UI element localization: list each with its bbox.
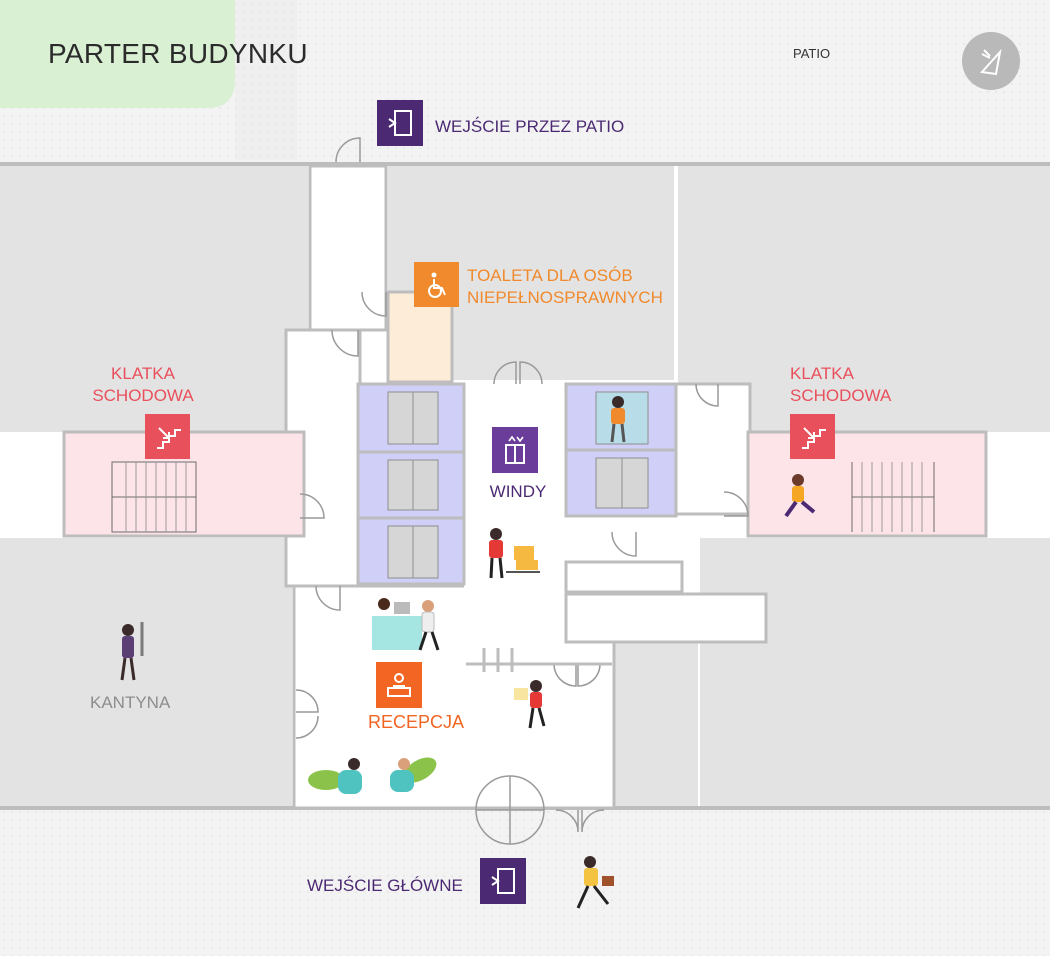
figure-lounge-area [308, 757, 437, 794]
patio-label: PATIO [793, 46, 831, 61]
figure-canteen-person [120, 622, 144, 681]
stairs-right-label-line1: KLATKA [790, 364, 854, 383]
stairs-icon [145, 414, 190, 459]
stairs-left-label-line2: SCHODOWA [92, 386, 194, 405]
reception-label: RECEPCJA [367, 712, 465, 732]
figure-running-businessman [576, 856, 614, 909]
figure-reception-desk [372, 598, 440, 651]
stairs-icon [790, 414, 835, 459]
toilet-label-line2: NIEPEŁNOSPRAWNYCH [467, 288, 663, 307]
compass-icon [962, 32, 1020, 90]
reception-desk-icon [376, 662, 422, 708]
stairs-left-label-line1: KLATKA [111, 364, 175, 383]
paving-strip [235, 0, 297, 160]
elevators-label: WINDY [489, 482, 547, 501]
stairs-right-label-line2: SCHODOWA [790, 386, 892, 405]
green-lawn [0, 0, 235, 108]
toilet-label-line1: TOALETA DLA OSÓB [467, 266, 633, 285]
figure-running-woman [784, 474, 816, 518]
page-title: PARTER BUDYNKU [48, 38, 308, 69]
figure-delivery-worker [489, 528, 540, 579]
figure-elevator-worker [610, 396, 626, 443]
figure-walking-man [514, 680, 546, 729]
door-entrance-icon [480, 858, 526, 904]
patio-entrance-label: WEJŚCIE PRZEZ PATIO [435, 117, 625, 136]
door-entrance-icon [377, 100, 423, 146]
main-entrance-label: WEJŚCIE GŁÓWNE [307, 876, 463, 895]
canteen-label: KANTYNA [90, 693, 171, 712]
elevator-icon [492, 427, 538, 473]
wheelchair-icon [414, 262, 459, 307]
